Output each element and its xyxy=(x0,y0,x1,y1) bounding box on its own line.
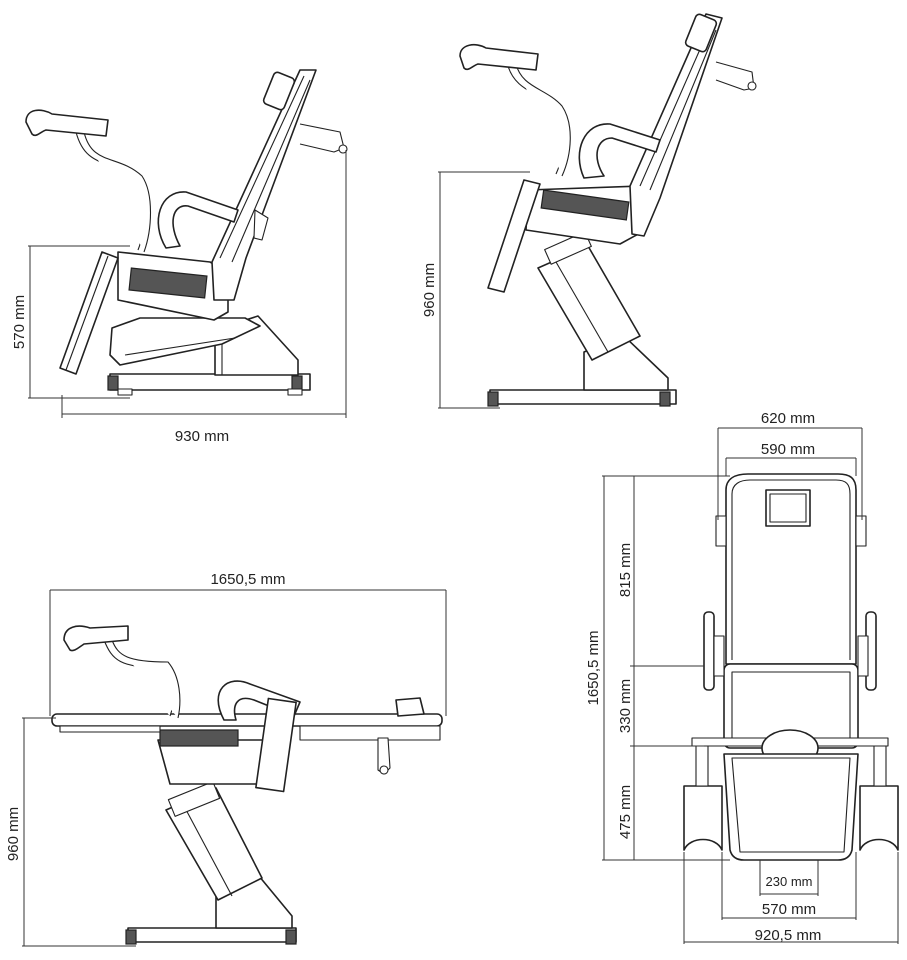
flat-table-top xyxy=(51,713,443,727)
reclined-leg-holder xyxy=(25,109,109,137)
top-left-stirrup xyxy=(683,785,723,851)
reclined-armrest xyxy=(157,191,239,249)
top-outer-width-label: 620 mm xyxy=(761,410,815,427)
reclined-backrest xyxy=(211,69,317,301)
reclined-length-label: 930 mm xyxy=(175,428,229,445)
top-leg-length-label: 475 mm xyxy=(617,785,634,839)
top-right-stirrup xyxy=(859,785,899,851)
upright-leg-support xyxy=(487,179,541,293)
view-side-reclined: 570 mm 930 mm xyxy=(11,69,348,445)
top-base-width-label: 920,5 mm xyxy=(755,927,822,944)
reclined-base-plate xyxy=(109,373,311,391)
top-total-length-label: 1650,5 mm xyxy=(585,630,602,705)
top-inner-width-label: 590 mm xyxy=(761,441,815,458)
reclined-leg-support xyxy=(59,251,119,375)
top-seat-length-label: 330 mm xyxy=(617,679,634,733)
top-cutout-width-label: 230 mm xyxy=(766,874,813,889)
flat-base-plate xyxy=(127,927,297,943)
view-side-upright: 960 mm xyxy=(421,13,757,409)
flat-leg-holder xyxy=(63,625,129,652)
upright-backrest xyxy=(629,13,723,237)
view-top: 620 mm 590 mm 1650,5 mm 815 mm 330 mm 47… xyxy=(585,410,899,944)
upright-leg-holder xyxy=(459,43,539,71)
reclined-lift-column xyxy=(109,317,261,366)
view-side-flat: 1650,5 mm 960 mm xyxy=(5,571,447,947)
flat-length-label: 1650,5 mm xyxy=(210,571,285,588)
top-leg-width-label: 570 mm xyxy=(762,901,816,918)
flat-headrest xyxy=(395,697,425,717)
upright-armrest xyxy=(578,123,661,179)
reclined-height-label: 570 mm xyxy=(11,295,28,349)
flat-armrest xyxy=(217,680,301,721)
top-back-length-label: 815 mm xyxy=(617,543,634,597)
upright-height-label: 960 mm xyxy=(421,263,438,317)
flat-height-label: 960 mm xyxy=(5,807,22,861)
upright-base-plate xyxy=(489,389,677,405)
